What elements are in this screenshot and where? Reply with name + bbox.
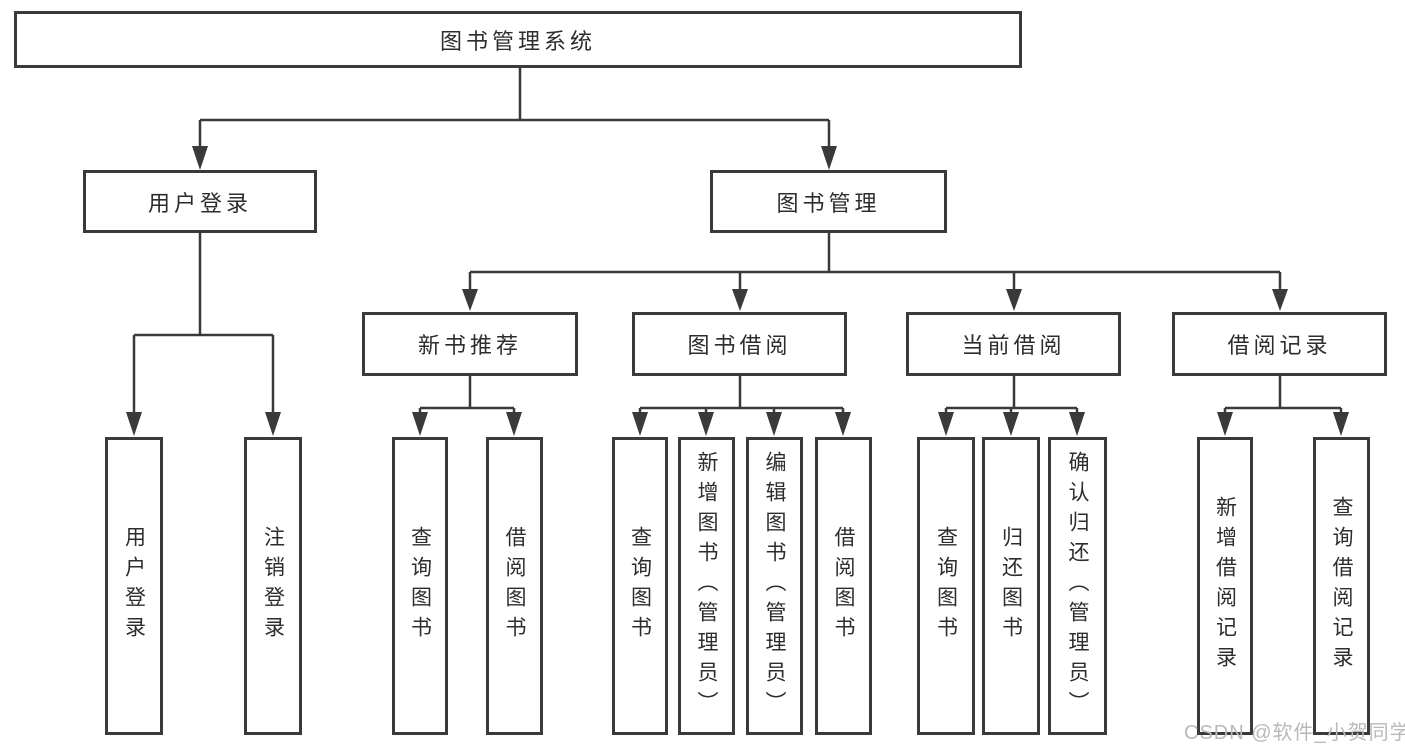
leaf-user-login: 用户登录 [105,437,163,735]
leaf-edit-books-admin: 编辑图书（管理员） [746,437,803,735]
leaf-logout: 注销登录 [244,437,302,735]
node-root-system: 图书管理系统 [14,11,1022,68]
leaf-return-books: 归还图书 [982,437,1040,735]
leaf-query-borrow-record: 查询借阅记录 [1313,437,1370,735]
node-book-management: 图书管理 [710,170,947,233]
leaf-query-books-recommend: 查询图书 [392,437,448,735]
node-book-borrow: 图书借阅 [632,312,847,376]
leaf-query-books-borrow: 查询图书 [612,437,668,735]
node-new-book-recommend: 新书推荐 [362,312,578,376]
leaf-confirm-return-admin: 确认归还（管理员） [1048,437,1107,735]
leaf-borrow-books: 借阅图书 [815,437,872,735]
arrowhead-icons [126,146,1349,436]
node-user-login: 用户登录 [83,170,317,233]
leaf-add-borrow-record: 新增借阅记录 [1197,437,1253,735]
csdn-watermark: CSDN @软件_小贺同学 [1184,722,1405,744]
leaf-add-books-admin: 新增图书（管理员） [678,437,735,735]
leaf-query-books-current: 查询图书 [917,437,975,735]
node-current-borrow: 当前借阅 [906,312,1121,376]
leaf-borrow-books-recommend: 借阅图书 [486,437,543,735]
node-borrow-records: 借阅记录 [1172,312,1387,376]
